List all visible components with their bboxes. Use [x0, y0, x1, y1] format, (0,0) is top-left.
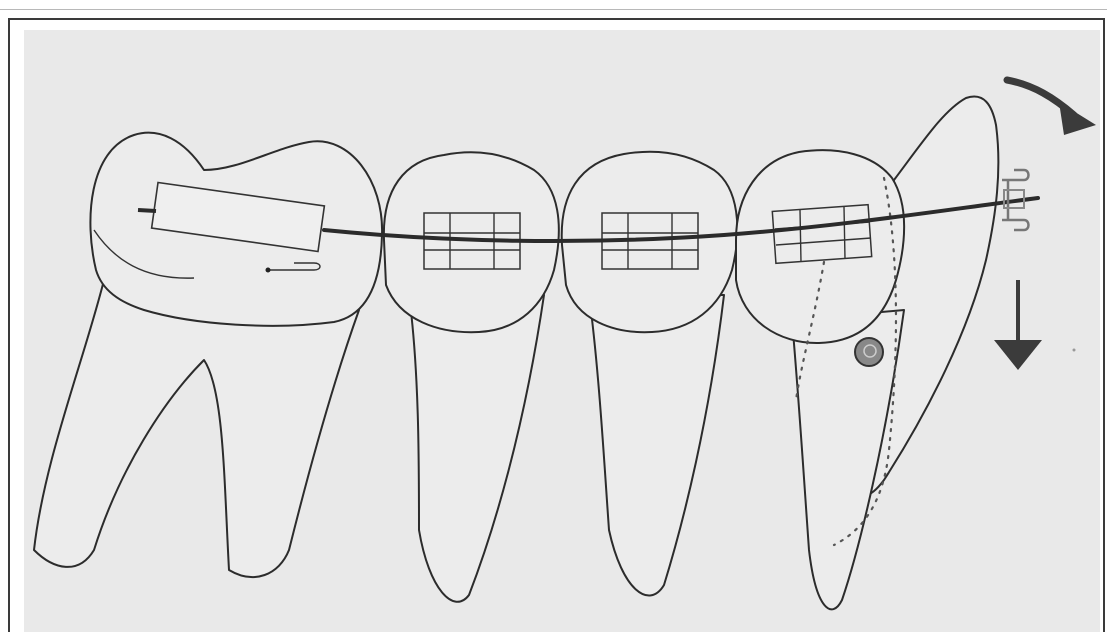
molar [34, 133, 382, 577]
premolar-2-root [589, 295, 724, 596]
speck [1073, 349, 1076, 352]
top-divider [0, 9, 1107, 10]
diagram-svg [24, 30, 1100, 632]
curved-rotation-arrow [1007, 80, 1096, 135]
premolar-1-root [409, 295, 544, 602]
premolar-2 [562, 152, 738, 596]
down-arrow [994, 280, 1042, 370]
bonded-button [855, 338, 883, 366]
orthodontic-diagram [24, 30, 1100, 632]
premolar-1 [384, 152, 559, 602]
canine-crown [736, 150, 904, 343]
hook-dot [266, 268, 271, 273]
molar-tube-wire-end [138, 210, 156, 211]
